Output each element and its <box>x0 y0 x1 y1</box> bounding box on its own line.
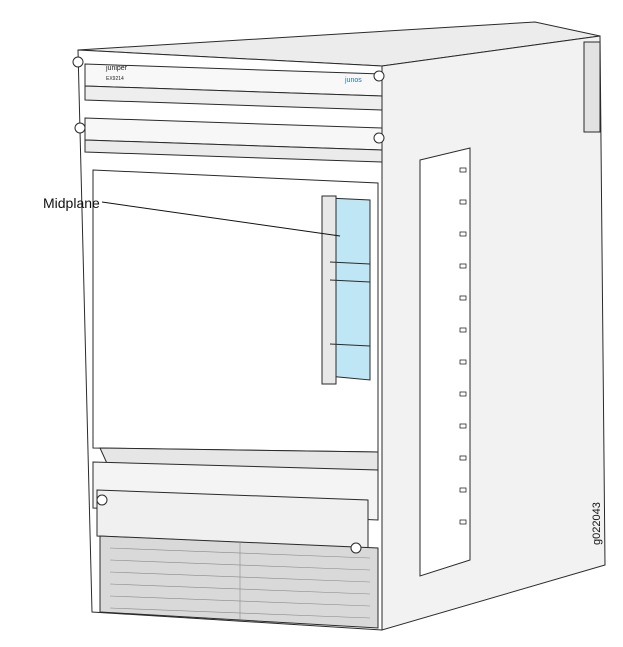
chassis-right-side <box>381 35 606 631</box>
rack-mount-rail <box>419 147 471 577</box>
midplane-callout-label: Midplane <box>43 195 100 211</box>
model-label: EX9214 <box>106 76 124 82</box>
air-filter-grille <box>99 535 379 629</box>
callout-leader <box>101 201 341 237</box>
brand-logo: juniper <box>105 65 128 72</box>
figure-id: g022043 <box>591 502 603 545</box>
junos-logo: junos <box>344 77 362 84</box>
